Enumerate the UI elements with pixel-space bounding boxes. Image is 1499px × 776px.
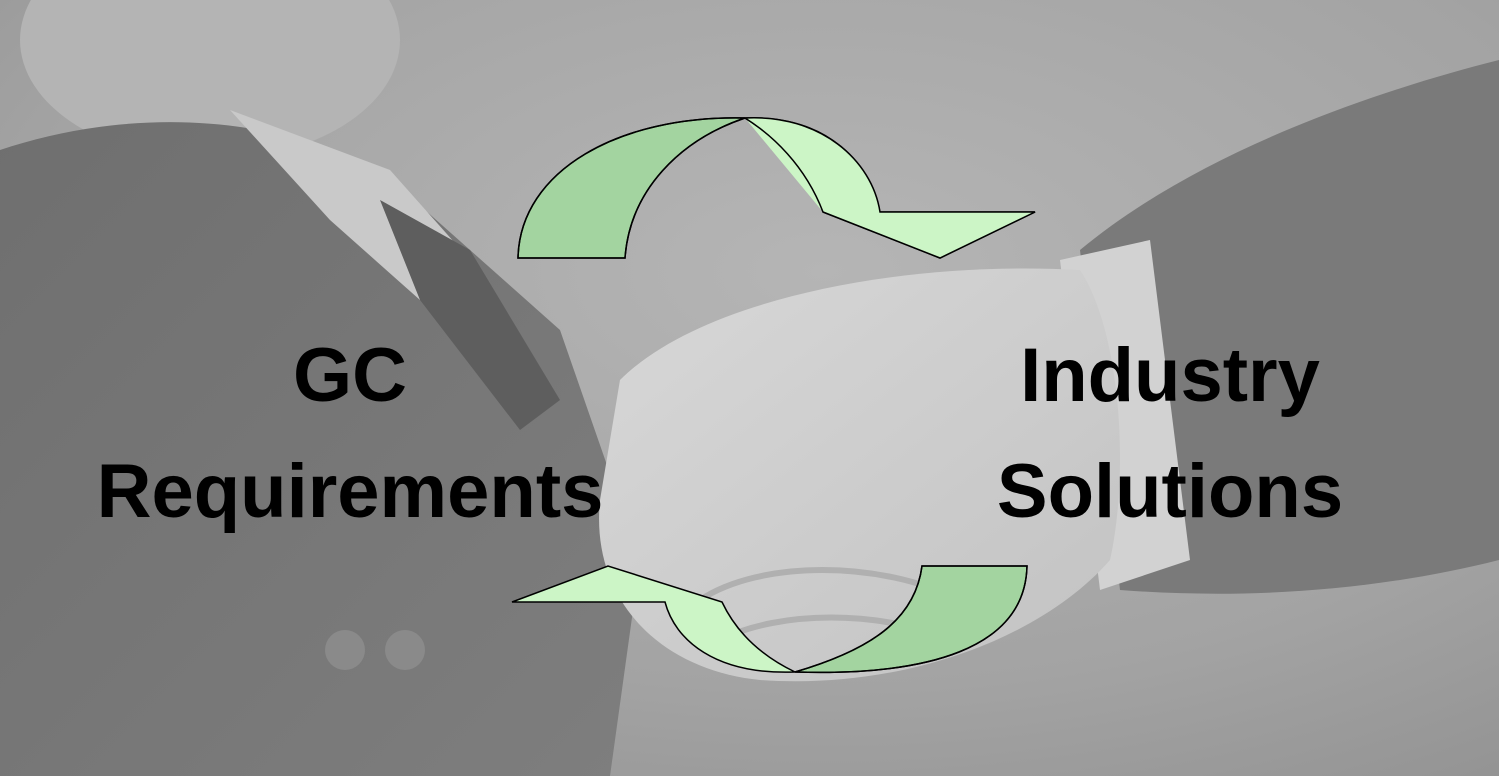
industry-solutions-line1: Industry xyxy=(1020,333,1320,418)
suit-button xyxy=(385,630,425,670)
industry-solutions-label: Industry Solutions xyxy=(910,318,1430,550)
industry-solutions-line2: Solutions xyxy=(996,449,1344,534)
bottom-arrow xyxy=(511,565,1028,674)
gc-requirements-line2: Requirements xyxy=(96,449,604,534)
gc-requirements-line1: GC xyxy=(293,333,407,418)
gc-requirements-label: GC Requirements xyxy=(40,318,660,550)
right-sleeve-shape xyxy=(1080,60,1499,594)
top-arrow xyxy=(517,117,1036,259)
suit-button xyxy=(325,630,365,670)
tie-shape xyxy=(380,200,560,430)
face-shape xyxy=(20,0,400,160)
